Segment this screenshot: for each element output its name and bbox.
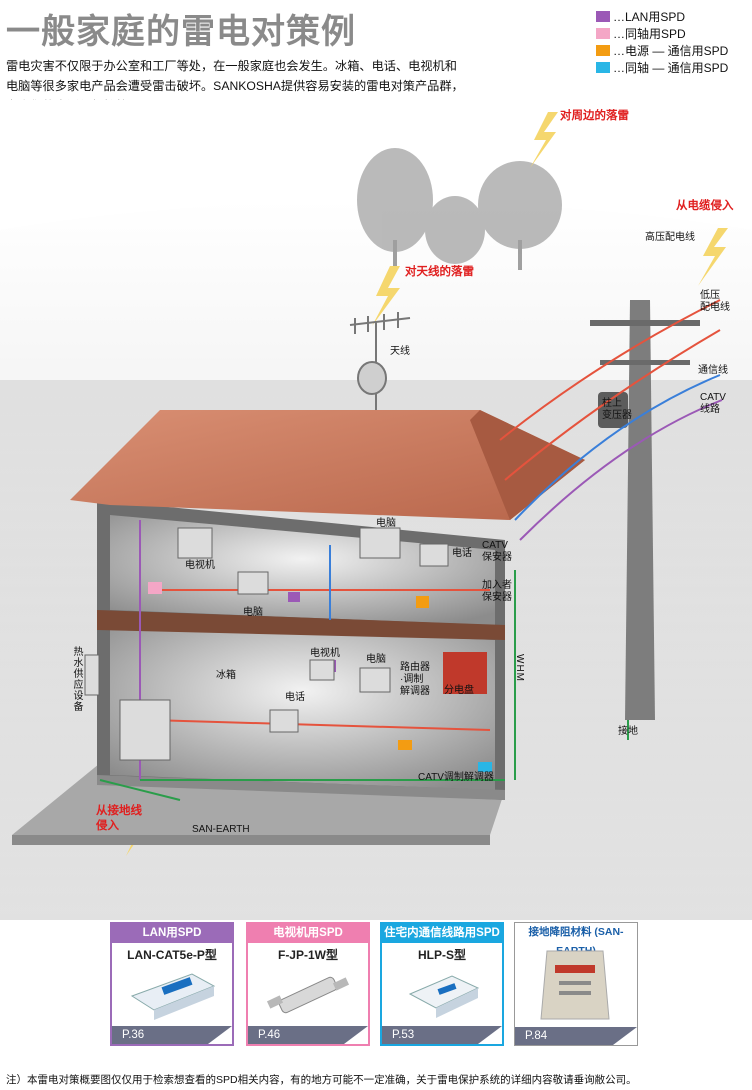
legend-item-coax-comm: …同轴 — 通信用SPD [596, 59, 728, 76]
product-page: P.53 [382, 1026, 502, 1044]
product-header: 电视机用SPD [248, 924, 368, 943]
lan-spd-icon [130, 973, 216, 1020]
product-model: F-JP-1W型 [277, 948, 338, 962]
tv-icon [177, 527, 213, 559]
san-earth-bag-icon [540, 950, 610, 1020]
kitchen-icon [119, 699, 171, 761]
label-hv-line: 高压配电线 [645, 232, 695, 243]
appliances [84, 527, 449, 761]
product-card-home-comm[interactable]: 住宅内通信线路用SPD HLP-S型 P.53 [380, 922, 504, 1046]
monitor-icon [359, 527, 401, 559]
label-strike-surrounding: 对周边的落雷 [560, 110, 629, 122]
legend-item-lan: …LAN用SPD [596, 8, 728, 25]
label-phone-lower: 电话 [285, 692, 305, 703]
page-title: 一般家庭的雷电对策例 [6, 13, 356, 51]
label-router-2: ·调制 [400, 674, 424, 685]
label-antenna: 天线 [390, 346, 410, 357]
coax-spd-icon [266, 976, 350, 1014]
label-tv-lower: 电视机 [310, 648, 340, 659]
phone-icon [419, 543, 449, 567]
label-subscriber-protector-1: 加入者 [482, 580, 512, 591]
product-page: P.84 [515, 1027, 637, 1045]
label-pole-transformer-2: 变压器 [602, 410, 632, 421]
label-phone-upper: 电话 [452, 548, 472, 559]
legend-label: …LAN用SPD [613, 10, 686, 24]
product-card-san-earth[interactable]: 接地降阻材料 (SAN-EARTH) P.84 [514, 922, 638, 1046]
house-illustration [0, 100, 752, 920]
label-catv-line-1: CATV [700, 392, 726, 403]
legend-swatch [596, 11, 610, 22]
label-pole-transformer-1: 柱上 [602, 398, 622, 409]
product-card-lan[interactable]: LAN用SPD LAN-CAT5e-P型 P.36 [110, 922, 234, 1046]
legend-item-power-comm: …电源 — 通信用SPD [596, 42, 728, 59]
label-pc-upper-left: 电脑 [243, 607, 263, 618]
spd-devices [148, 582, 492, 772]
label-strike-cable: 从电缆侵入 [676, 200, 734, 212]
legend-swatch [596, 62, 610, 73]
product-model: HLP-S型 [417, 948, 466, 962]
label-pc-upper-right: 电脑 [376, 518, 396, 529]
label-strike-antenna: 对天线的落雷 [405, 266, 474, 278]
product-card-tv[interactable]: 电视机用SPD F-JP-1W型 P.46 [246, 922, 370, 1046]
product-header: LAN用SPD [112, 924, 232, 943]
label-fridge: 冰箱 [216, 670, 236, 681]
label-catv-line-2: 线路 [700, 404, 720, 415]
label-catv-protector-2: 保安器 [482, 552, 512, 563]
water-heater-icon [84, 654, 100, 696]
phone-icon [269, 709, 299, 733]
antenna-icon [349, 312, 411, 410]
label-lv-line-2: 配电线 [700, 302, 730, 313]
product-model: LAN-CAT5e-P型 [127, 948, 217, 962]
legend-label: …同轴 — 通信用SPD [613, 61, 729, 75]
label-whm: WHM [514, 654, 525, 682]
product-header: 接地降阻材料 (SAN-EARTH) [515, 923, 637, 957]
breaker-panel-icon [443, 652, 487, 694]
background-trees [357, 148, 562, 270]
label-water-heater: 热水供应设备 [71, 646, 82, 712]
label-catv-protector-1: CATV [482, 540, 508, 551]
label-comm-line: 通信线 [698, 365, 728, 376]
label-subscriber-protector-2: 保安器 [482, 592, 512, 603]
label-router-3: 解调器 [400, 686, 430, 697]
label-catv-modem: CATV调制解调器 [418, 772, 494, 783]
legend-label: …电源 — 通信用SPD [613, 44, 729, 58]
label-router-1: 路由器 [400, 662, 430, 673]
label-lv-line-1: 低压 [700, 290, 720, 301]
label-ground: 接地 [618, 726, 638, 737]
pole-transformer-icon [598, 392, 628, 428]
label-san-earth: SAN-EARTH [192, 824, 250, 835]
legend-swatch [596, 45, 610, 56]
label-pc-lower: 电脑 [366, 654, 386, 665]
legend-item-coax: …同轴用SPD [596, 25, 728, 42]
product-page: P.46 [248, 1026, 368, 1044]
label-tv-upper: 电视机 [185, 560, 215, 571]
comm-spd-icon [408, 975, 480, 1018]
legend-label: …同轴用SPD [613, 27, 686, 41]
utility-pole [590, 300, 700, 720]
laptop-icon [237, 571, 269, 595]
product-header: 住宅内通信线路用SPD [382, 924, 502, 943]
label-breaker-panel: 分电盘 [444, 685, 474, 696]
legend-swatch [596, 28, 610, 39]
footnote: 注）本雷电对策概要图仅仅用于检索想查看的SPD相关内容，有的地方可能不一定准确，… [6, 1074, 637, 1086]
label-strike-ground-2: 侵入 [96, 820, 119, 832]
roof [70, 410, 585, 520]
laptop-icon [359, 667, 391, 693]
legend: …LAN用SPD …同轴用SPD …电源 — 通信用SPD …同轴 — 通信用S… [596, 8, 728, 76]
label-strike-ground-1: 从接地线 [96, 805, 142, 817]
wiring [99, 299, 723, 801]
product-page: P.36 [112, 1026, 232, 1044]
tv-icon [309, 659, 335, 681]
